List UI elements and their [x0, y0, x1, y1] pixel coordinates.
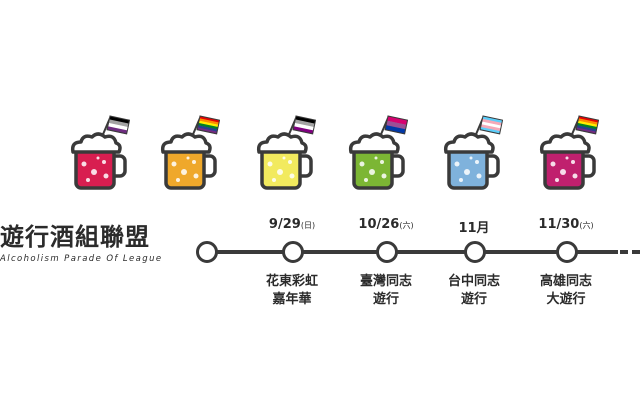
- beer-mug-icon: [70, 115, 130, 190]
- timeline-dash: [632, 250, 640, 254]
- timeline-date: 9/29(日): [268, 217, 316, 232]
- beer-mug-icon: [348, 115, 408, 190]
- pride-flag-icon: [575, 115, 599, 135]
- beer-mug-icon: [539, 115, 599, 190]
- pride-flag-icon: [292, 115, 316, 135]
- timeline-start-node: [196, 241, 218, 263]
- timeline-event: 臺灣同志遊行: [359, 274, 413, 307]
- brand-title: 遊行酒組聯盟: [0, 223, 150, 251]
- pride-flag-icon: [479, 115, 503, 135]
- brand-subtitle: Alcoholism Parade Of League: [0, 254, 163, 264]
- pride-flag-icon: [106, 115, 130, 135]
- timeline-dash: [620, 250, 628, 254]
- timeline-node: [556, 241, 578, 263]
- timeline-event: 台中同志遊行: [447, 274, 501, 307]
- timeline-event: 高雄同志大遊行: [539, 274, 593, 307]
- timeline-node: [282, 241, 304, 263]
- timeline-line: [205, 250, 618, 254]
- beer-mug-icon: [256, 115, 316, 190]
- timeline-date: 10/26(六): [358, 217, 414, 232]
- timeline-node: [464, 241, 486, 263]
- timeline-event: 花東彩虹嘉年華: [265, 274, 319, 307]
- timeline-date: 11月: [458, 221, 490, 236]
- beer-mug-icon: [443, 115, 503, 190]
- pride-flag-icon: [196, 115, 220, 135]
- pride-flag-icon: [384, 115, 408, 135]
- timeline-date: 11/30(六): [538, 217, 594, 232]
- timeline-node: [376, 241, 398, 263]
- brand-logo: 遊行酒組聯盟 Alcoholism Parade Of League: [0, 224, 163, 264]
- beer-mug-icon: [160, 115, 220, 190]
